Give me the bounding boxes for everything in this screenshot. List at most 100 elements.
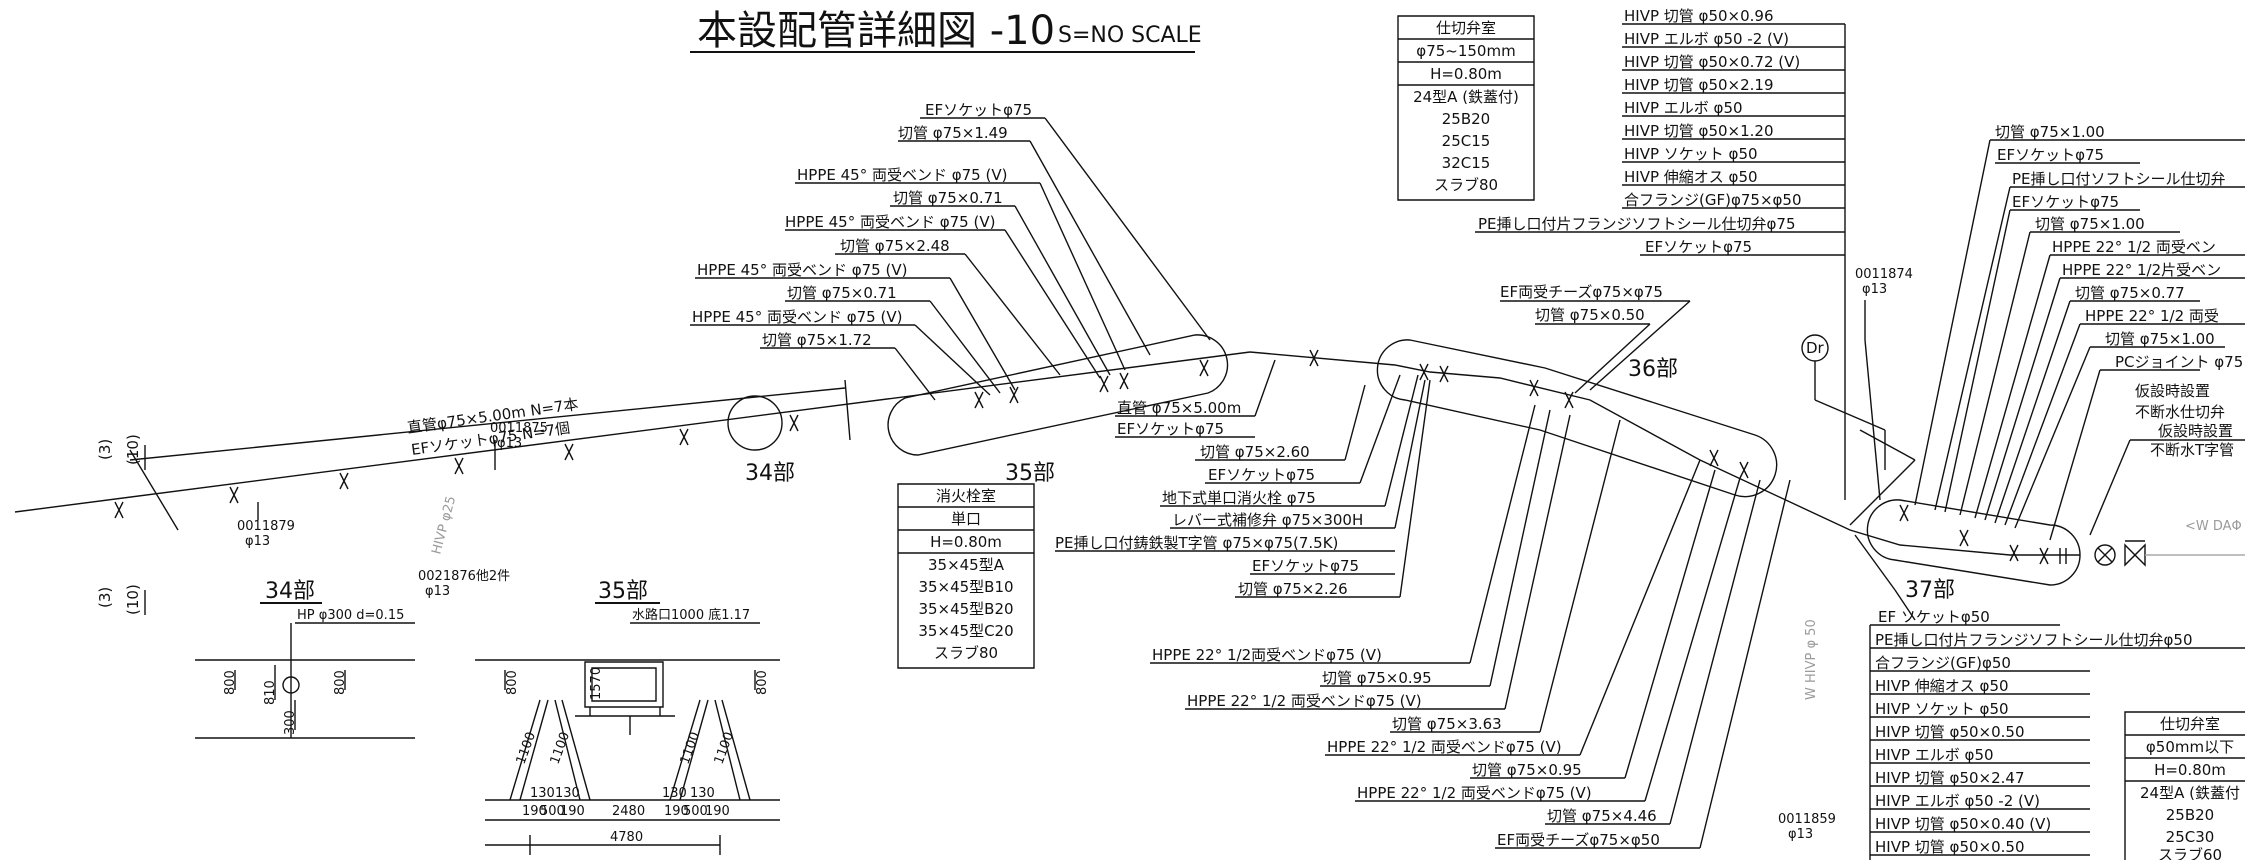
fitting-label: EFソケットφ75	[1997, 146, 2104, 164]
leaders-far-right	[1915, 140, 2245, 540]
note-label: 不断水T字管	[2150, 441, 2234, 459]
fitting-label: EFソケットφ75	[1117, 420, 1224, 438]
dimension-label: 500	[540, 804, 565, 819]
fitting-label: EFソケットφ75	[1252, 557, 1359, 575]
tee-label: EF両受チーズφ75×φ75	[1500, 283, 1663, 301]
cross-section-pipe: 水路口1000 底1.17	[632, 607, 750, 623]
section-label-34: 34部	[745, 461, 795, 486]
dimension-label: 800	[223, 670, 238, 695]
table-cell: 35×45型A	[928, 556, 1005, 574]
fitting-label: 切管 φ75×2.26	[1238, 580, 1348, 598]
dimension-label: 1570	[589, 667, 604, 700]
table-cell: 25B20	[1442, 110, 1490, 128]
drawing-title: 本設配管詳細図 -10	[697, 8, 1055, 54]
fitting-label: HIVP エルボ φ50 -2 (V)	[1624, 30, 1789, 48]
meter-code: 0011875	[490, 421, 548, 436]
table-cell: φ75~150mm	[1416, 42, 1515, 60]
dimension-label: 810	[263, 680, 278, 705]
main-pipeline	[15, 352, 2080, 620]
scale-label: S=NO SCALE	[1058, 23, 1202, 48]
fitting-label: 合フランジ(GF)φ75×φ50	[1624, 191, 1802, 209]
fitting-label: レバー式補修弁 φ75×300H	[1172, 511, 1363, 529]
fitting-label: EF ソケットφ50	[1878, 608, 1990, 626]
leaders-mid	[1055, 360, 1430, 597]
table-cell: 25B20	[2166, 806, 2214, 824]
section-label-37: 37部	[1905, 578, 1955, 603]
fitting-label: 切管 φ75×1.00	[2105, 330, 2215, 348]
table-cell: 25C30	[2166, 828, 2215, 846]
fitting-label: EFソケットφ75	[1645, 238, 1752, 256]
leaders-bottom-mid	[1150, 405, 1790, 848]
fitting-label: HPPE 22° 1/2 両受ベンドφ75 (V)	[1187, 692, 1422, 710]
fitting-label: HPPE 22° 1/2 両受ベンドφ75 (V)	[1327, 738, 1562, 756]
section-label-36: 36部	[1628, 357, 1678, 382]
fitting-label: EFソケットφ75	[2012, 193, 2119, 211]
fitting-label: HIVP エルボ φ50 -2 (V)	[1875, 792, 2040, 810]
meter-size: φ13	[425, 584, 450, 599]
note-label: 仮設時設置	[2158, 422, 2233, 440]
fitting-label: 切管 φ75×3.63	[1392, 715, 1502, 733]
cross-section-35	[475, 603, 780, 855]
dimension-label: 800	[505, 670, 520, 695]
fitting-label: PE挿し口付鋳鉄製T字管 φ75×φ75(7.5K)	[1055, 534, 1338, 552]
fitting-label: HPPE 22° 1/2 両受ベン	[2052, 238, 2216, 256]
dimension-label: 130	[662, 786, 687, 801]
dimension-label: 800	[333, 670, 348, 695]
fitting-label: 切管 φ75×0.77	[2075, 284, 2185, 302]
leaders-bottom-right	[1870, 625, 2245, 860]
cross-section-title: 34部	[265, 579, 315, 604]
fitting-label: HIVP 伸縮オス φ50	[1875, 677, 2009, 695]
dimension-label: 190	[664, 804, 689, 819]
cross-section-title: 35部	[598, 579, 648, 604]
table-cell: 単口	[951, 510, 981, 528]
fitting-label: HIVP ソケット φ50	[1875, 700, 2009, 718]
table-cell: 35×45型C20	[918, 622, 1013, 640]
meter-code: 0011879	[237, 519, 295, 534]
dimension-label: 130	[555, 786, 580, 801]
table-cell: 35×45型B10	[918, 578, 1013, 596]
dimension-label: 1100	[514, 730, 539, 766]
leaders-top-right	[1475, 24, 1845, 500]
table-cell: スラブ60	[2158, 846, 2222, 860]
fitting-label: HIVP 切管 φ50×0.72 (V)	[1624, 53, 1800, 71]
meter-size: φ13	[245, 534, 270, 549]
fitting-label: HIVP 切管 φ50×2.19	[1624, 76, 1774, 94]
fitting-label: 切管 φ75×2.60	[1200, 443, 1310, 461]
fitting-label: HIVP 切管 φ50×0.50	[1875, 723, 2025, 741]
table-cell: 消火栓室	[936, 487, 996, 505]
dimension-label: 130	[530, 786, 555, 801]
fitting-label: EF両受チーズφ75×φ50	[1497, 831, 1660, 849]
axis-mark: (10)	[124, 434, 142, 465]
table-cell: H=0.80m	[1430, 65, 1502, 83]
valve-room-table-2	[2125, 712, 2245, 860]
dimension-label: 4780	[610, 830, 643, 845]
fitting-marks	[115, 350, 2066, 564]
dimension-label: 2480	[612, 804, 645, 819]
fitting-label: HIVP 切管 φ50×2.47	[1875, 769, 2025, 787]
meter-size: φ13	[1862, 282, 1887, 297]
fitting-label: HIVP 切管 φ50×0.50	[1875, 838, 2025, 856]
dimension-label: 800	[755, 670, 770, 695]
fitting-label: HIVP 切管 φ50×0.40 (V)	[1875, 815, 2051, 833]
table-cell: 32C15	[1442, 154, 1491, 172]
fitting-label: HIVP 切管 φ50×1.20	[1624, 122, 1774, 140]
axis-mark: (10)	[124, 584, 142, 615]
fitting-label: 切管 φ75×0.71	[787, 284, 897, 302]
fitting-label: HIVP エルボ φ50	[1624, 99, 1743, 117]
table-cell: H=0.80m	[930, 533, 1002, 551]
fitting-label: EFソケットφ75	[925, 101, 1032, 119]
hivp-mark: W HIVP φ 50	[1804, 619, 1819, 700]
dimension-label: 190	[705, 804, 730, 819]
dimension-label: 500	[683, 804, 708, 819]
fitting-label: HPPE 45° 両受ベンド φ75 (V)	[692, 308, 902, 326]
table-cell: H=0.80m	[2154, 761, 2226, 779]
fitting-label: HPPE 22° 1/2両受ベンドφ75 (V)	[1152, 646, 1382, 664]
fitting-label: HIVP ソケット φ50	[1624, 145, 1758, 163]
w-pipe-label: <W DAΦ	[2185, 519, 2242, 534]
fitting-label: 切管 φ75×1.49	[898, 124, 1008, 142]
fitting-label: 切管 φ75×4.46	[1547, 807, 1657, 825]
meter-size: φ13	[497, 436, 522, 451]
fitting-label: PE挿し口付片フランジソフトシール仕切弁φ75	[1478, 215, 1796, 233]
fitting-label: HPPE 45° 両受ベンド φ75 (V)	[785, 213, 995, 231]
